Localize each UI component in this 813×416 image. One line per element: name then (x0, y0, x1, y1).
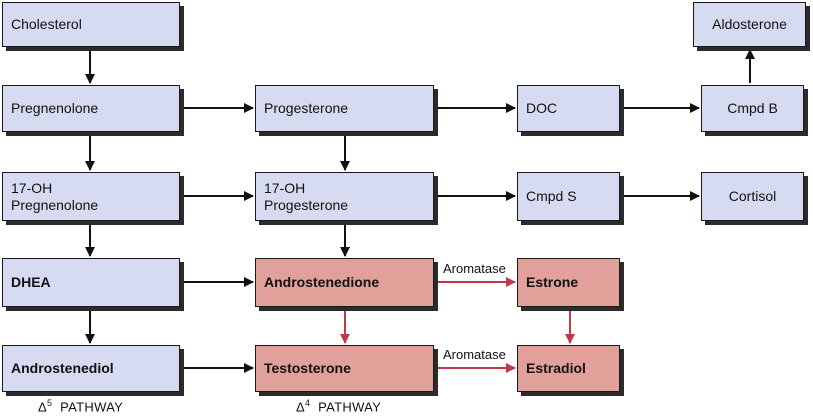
node-pregnenolone: Pregnenolone (2, 85, 180, 132)
node-testosterone: Testosterone (255, 345, 434, 392)
delta5-pathway-caption: Δ5 PATHWAY (38, 398, 123, 414)
node-cmpd-s: Cmpd S (517, 172, 620, 221)
node-cortisol: Cortisol (701, 172, 804, 221)
delta4-pathway-caption: Δ4 PATHWAY (296, 398, 381, 414)
node-label: Aldosterone (712, 16, 787, 32)
node-label: Pregnenolone (11, 100, 99, 116)
delta-superscript: 4 (304, 398, 311, 408)
node-label: Estradiol (526, 360, 586, 376)
aromatase-label-top: Aromatase (441, 261, 508, 276)
node-dhea: DHEA (2, 258, 180, 307)
node-label: Androstenedione (264, 274, 380, 290)
node-doc: DOC (517, 85, 620, 132)
delta-superscript: 5 (46, 398, 53, 408)
node-label: DHEA (11, 274, 51, 290)
node-label: 17-OH Progesterone (264, 179, 349, 213)
aromatase-label-bottom: Aromatase (441, 347, 508, 362)
node-17oh-progesterone: 17-OH Progesterone (255, 172, 434, 221)
delta-symbol: Δ (296, 399, 305, 415)
node-progesterone: Progesterone (255, 85, 434, 132)
node-label: Androstenediol (11, 360, 114, 376)
node-estradiol: Estradiol (517, 345, 620, 392)
pathway-word: PATHWAY (318, 399, 382, 415)
node-label: Estrone (526, 274, 579, 290)
pathway-word: PATHWAY (60, 399, 124, 415)
node-androstenedione: Androstenedione (255, 258, 434, 307)
node-cmpd-b: Cmpd B (701, 85, 804, 132)
node-label: Progesterone (264, 100, 349, 116)
node-label: DOC (526, 100, 558, 116)
node-label: Cortisol (728, 188, 777, 204)
node-17oh-pregnenolone: 17-OH Pregnenolone (2, 172, 180, 221)
node-label: Cmpd B (727, 100, 778, 116)
delta-symbol: Δ (38, 399, 47, 415)
node-label: Testosterone (264, 360, 351, 376)
node-androstenediol: Androstenediol (2, 345, 180, 392)
node-label: Cmpd S (526, 188, 577, 204)
node-label: 17-OH Pregnenolone (11, 179, 99, 213)
node-cholesterol: Cholesterol (2, 2, 180, 47)
node-estrone: Estrone (517, 258, 620, 307)
node-label: Cholesterol (11, 16, 82, 32)
node-aldosterone: Aldosterone (693, 2, 806, 47)
